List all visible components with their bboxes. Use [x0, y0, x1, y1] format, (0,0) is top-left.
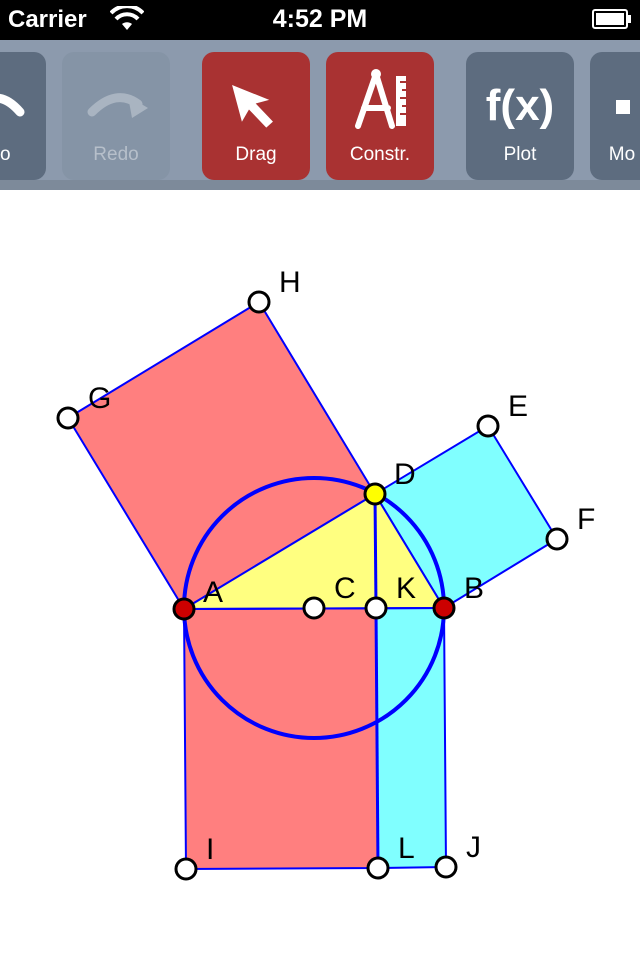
label-b: B — [464, 572, 484, 605]
label-i: I — [206, 833, 214, 866]
point-e[interactable] — [476, 414, 500, 438]
fx-icon: f(x) — [486, 81, 554, 130]
point-h[interactable] — [247, 290, 271, 314]
point-a[interactable] — [172, 597, 196, 621]
wifi-icon — [110, 6, 144, 30]
move-label: Mo — [608, 144, 636, 165]
redo-icon — [87, 93, 148, 118]
construct-icon — [355, 69, 406, 129]
point-j[interactable] — [434, 855, 458, 879]
plot-button[interactable]: f(x) Plot — [466, 52, 574, 180]
fx-icon-text: f(x) — [486, 81, 554, 130]
toolbar-shadow — [0, 180, 640, 190]
point-b[interactable] — [432, 596, 456, 620]
battery-icon — [592, 9, 631, 29]
drag-label: Drag — [235, 144, 277, 165]
toolbar: do Redo Drag Constr. f(x) Plot Mo — [0, 40, 640, 190]
label-j: J — [466, 831, 481, 864]
construct-button[interactable]: Constr. — [326, 52, 434, 180]
segment-dk-inner — [374, 493, 377, 609]
point-d[interactable] — [363, 482, 387, 506]
status-bar: Carrier 4:52 PM — [0, 0, 640, 40]
label-k: K — [396, 572, 416, 605]
point-c[interactable] — [302, 596, 326, 620]
label-a: A — [203, 576, 223, 609]
rectangle-kbjl — [374, 607, 448, 870]
label-h: H — [279, 266, 301, 299]
rectangle-akli — [182, 606, 380, 871]
label-f: F — [577, 503, 595, 536]
move-icon — [616, 100, 630, 114]
drag-button[interactable]: Drag — [202, 52, 310, 180]
undo-icon — [0, 93, 25, 117]
point-g[interactable] — [56, 406, 80, 430]
segment-kl — [374, 607, 380, 869]
redo-label: Redo — [93, 144, 139, 165]
label-g: G — [88, 382, 111, 415]
point-i[interactable] — [174, 857, 198, 881]
point-k[interactable] — [364, 596, 388, 620]
plot-label: Plot — [503, 144, 537, 165]
geometry-canvas[interactable]: A B C D E F G H I J K L — [0, 190, 640, 960]
point-l[interactable] — [366, 856, 390, 880]
label-e: E — [508, 390, 528, 423]
label-l: L — [398, 832, 415, 865]
label-d: D — [394, 458, 416, 491]
construct-label: Constr. — [349, 144, 411, 165]
undo-label: do — [0, 144, 11, 165]
undo-button[interactable]: do — [0, 52, 46, 180]
arrow-cursor-icon — [232, 84, 273, 128]
point-f[interactable] — [545, 527, 569, 551]
clock-label: 4:52 PM — [272, 5, 368, 33]
label-c: C — [334, 572, 356, 605]
carrier-label: Carrier — [8, 6, 87, 33]
redo-button[interactable]: Redo — [62, 52, 170, 180]
move-button[interactable]: Mo — [590, 52, 640, 180]
